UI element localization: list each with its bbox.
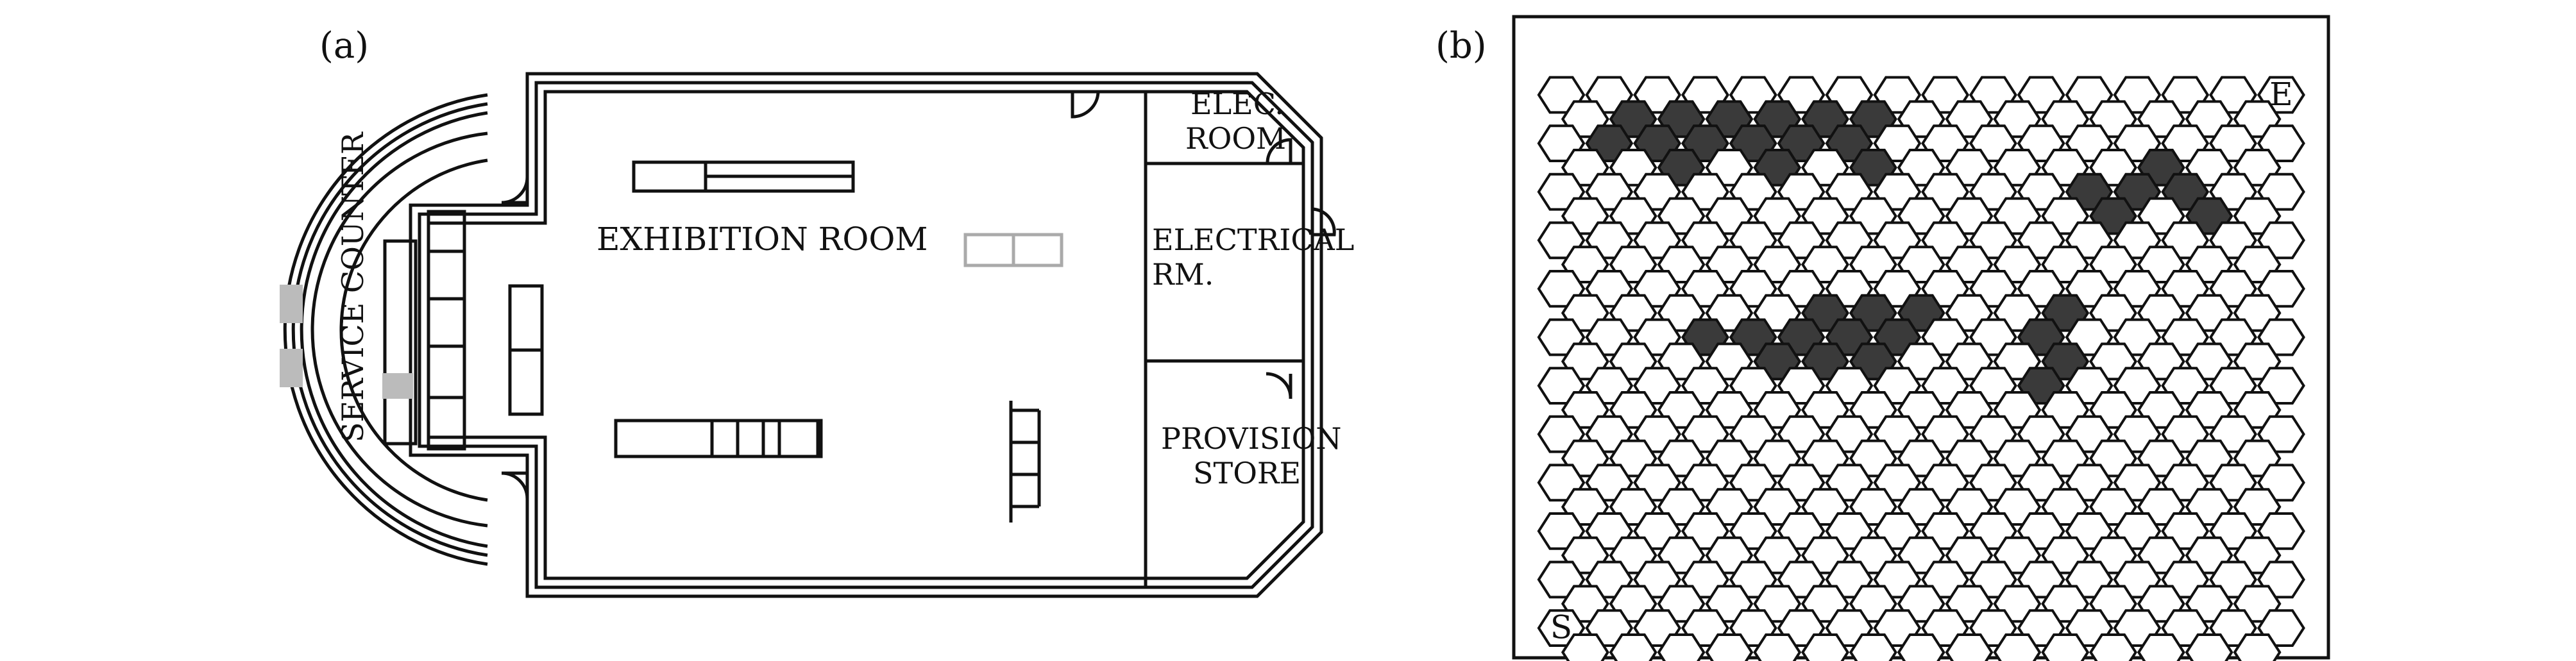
end-label: E (2269, 76, 2293, 113)
hex-cell (1753, 633, 1802, 661)
hex-cell (1609, 633, 1657, 661)
counter-accents (280, 285, 413, 399)
hex-cell (2137, 633, 2185, 661)
door (501, 471, 529, 499)
elec-room-label-2: ROOM (1185, 121, 1286, 156)
provision-store-label-1: PROVISION (1161, 421, 1342, 456)
hex-cell (1561, 633, 1609, 661)
hex-cell (2185, 633, 2233, 661)
hex-cell (1993, 633, 2042, 661)
outer-wall (409, 72, 1323, 598)
hex-cell (1705, 633, 1754, 661)
panel-b-label: (b) (1436, 25, 1487, 67)
electrical-rm-label-2: RM. (1152, 257, 1214, 292)
door (501, 176, 529, 205)
hex-cell (2041, 633, 2090, 661)
door (1312, 207, 1336, 237)
hex-cell (1801, 633, 1849, 661)
hex-cell (1897, 633, 1945, 661)
counter-arc-outer-1 (283, 93, 488, 566)
hex-grid (1537, 76, 2305, 661)
door (1266, 372, 1292, 399)
counter-arc-outer-3 (300, 111, 488, 548)
elec-room-label-1: ELEC. (1191, 87, 1284, 121)
counter-arc-outer-2 (291, 102, 488, 557)
provision-store-label-2: STORE (1193, 456, 1301, 490)
hex-cell (2233, 633, 2282, 661)
hex-cell (1945, 633, 1994, 661)
display-case-bottom (614, 419, 823, 458)
door (1071, 91, 1100, 119)
hex-cell (1849, 633, 1897, 661)
outer-wall-inner-2 (427, 90, 1305, 580)
counter-arc-inner-2 (339, 158, 488, 502)
counter-arc-inner-1 (310, 131, 488, 528)
exhibition-room-label: EXHIBITION ROOM (597, 221, 928, 258)
hex-cell (2089, 633, 2137, 661)
outer-wall-inner-1 (418, 81, 1314, 589)
electrical-rm-label-1: ELECTRICAL (1152, 222, 1354, 257)
door (1266, 138, 1292, 164)
counter-block (427, 210, 466, 451)
start-label: S (1550, 609, 1572, 646)
floor-plan (283, 72, 1336, 598)
hex-cell (1657, 633, 1706, 661)
service-counter-label: SERVICE COUNTER (335, 131, 370, 442)
panel-a-label: (a) (319, 25, 369, 67)
